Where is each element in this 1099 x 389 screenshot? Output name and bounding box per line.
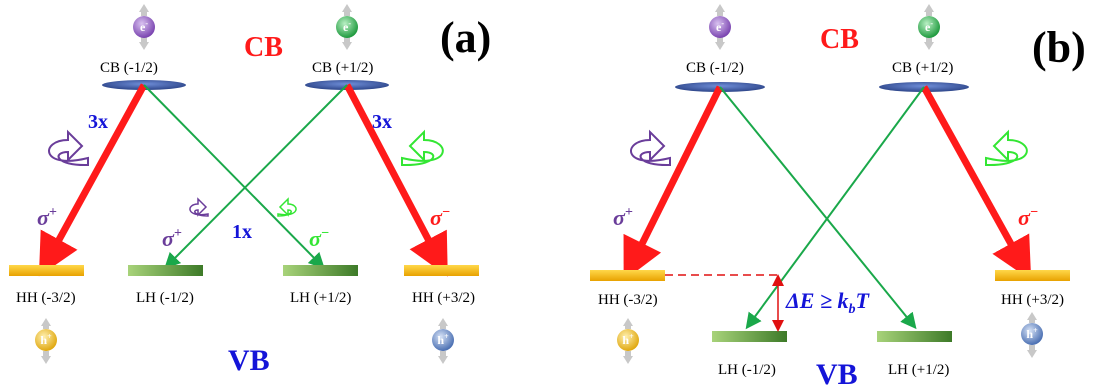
sigma-plus-small-rotation-icon (189, 197, 209, 217)
hh-left-label: HH (-3/2) (16, 290, 76, 306)
panel-label: (b) (1032, 23, 1086, 72)
electron-label: e (343, 20, 349, 34)
lh-left-label: LH (-1/2) (136, 290, 194, 306)
cb-left-label: CB (-1/2) (100, 60, 158, 76)
lh-right-level (283, 265, 358, 276)
hh-left-label: HH (-3/2) (598, 292, 658, 308)
strength-label: 3x (372, 111, 392, 133)
svg-text:e-: e- (343, 19, 351, 34)
svg-text:h+: h+ (1026, 326, 1038, 341)
sigma-minus-rotation-icon (401, 129, 444, 167)
svg-text:h+: h+ (437, 332, 449, 347)
transition-weak-right (143, 84, 325, 269)
vb-title: VB (816, 358, 858, 389)
cb-title: CB (820, 24, 859, 55)
hh-left-level (9, 265, 84, 276)
sigma-plus-label: σ+ (162, 226, 182, 251)
sigma-plus-label: σ+ (613, 205, 633, 230)
lh-right-label: LH (+1/2) (290, 290, 351, 306)
transition-strong-left (623, 85, 724, 281)
lh-right-level (877, 331, 952, 342)
transition-weak-right (719, 86, 917, 330)
panel-label: (a) (440, 13, 491, 62)
transition-weak-left (164, 84, 348, 269)
lh-left-level (128, 265, 203, 276)
svg-text:e-: e- (140, 19, 148, 34)
transition-strong-left (38, 83, 148, 277)
electron-spin-up-icon: e- (918, 4, 940, 50)
strength-label: 1x (232, 221, 252, 243)
vb-title: VB (228, 344, 270, 377)
electron-spin-down-icon: e- (133, 4, 155, 50)
electron-sup: - (348, 19, 351, 28)
hh-left-level (590, 270, 665, 281)
panel-b: e- e- CB (b) CB (-1/2) CB (+1/2) σ+ σ− (590, 4, 1086, 389)
lh-left-level (712, 331, 787, 342)
strength-label: 3x (88, 111, 108, 133)
sigma-minus-label: σ− (309, 226, 329, 251)
sigma-minus-label: σ− (430, 205, 450, 230)
energy-gap-label: ΔE ≥ kbT (785, 288, 871, 317)
hh-right-label: HH (+3/2) (1001, 292, 1064, 308)
svg-text:e-: e- (925, 19, 933, 34)
sigma-minus-rotation-icon (985, 129, 1028, 167)
hh-right-label: HH (+3/2) (412, 290, 475, 306)
hole-spin-up-icon: h+ (35, 318, 57, 364)
cb-left-label: CB (-1/2) (686, 60, 744, 76)
hh-right-level (995, 270, 1070, 281)
sigma-minus-small-rotation-icon (277, 197, 297, 217)
hole-spin-down-icon: h+ (1021, 312, 1043, 358)
panel-a: e- e- CB (a) CB (-1/2) CB (+1/2) (9, 4, 491, 377)
hole-spin-down-icon: h+ (432, 318, 454, 364)
transition-strong-right (920, 85, 1032, 281)
svg-text:e-: e- (716, 19, 724, 34)
electron-label: e (140, 20, 146, 34)
lh-right-label: LH (+1/2) (888, 362, 949, 378)
sigma-plus-label: σ+ (37, 205, 57, 230)
hole-spin-up-icon: h+ (617, 318, 639, 364)
sigma-minus-label: σ− (1018, 205, 1038, 230)
sigma-plus-rotation-icon (630, 129, 671, 167)
hh-right-level (404, 265, 479, 276)
cb-title: CB (244, 32, 283, 63)
lh-left-label: LH (-1/2) (718, 362, 776, 378)
transition-strong-right (343, 83, 448, 277)
electron-sup: - (145, 19, 148, 28)
svg-text:h+: h+ (622, 332, 634, 347)
electron-spin-down-icon: e- (709, 4, 731, 50)
cb-right-label: CB (+1/2) (312, 60, 373, 76)
svg-text:h+: h+ (40, 332, 52, 347)
sigma-plus-rotation-icon (48, 129, 89, 167)
cb-right-label: CB (+1/2) (892, 60, 953, 76)
electron-spin-up-icon: e- (336, 4, 358, 50)
